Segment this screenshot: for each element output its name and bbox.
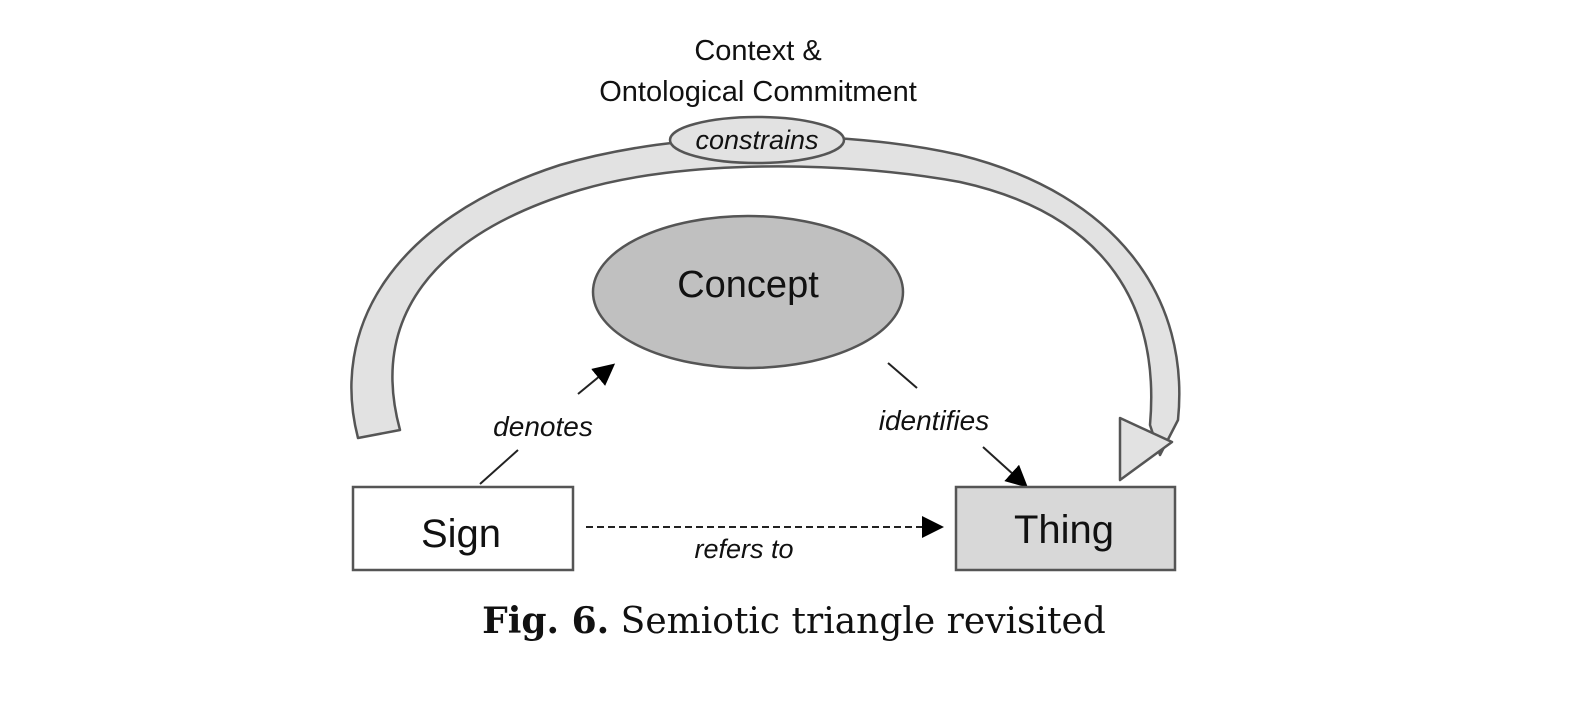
constrains-arrowhead [1118, 416, 1174, 482]
figure-caption: Fig. 6. Semiotic triangle revisited [0, 600, 1588, 642]
context-title-line2: Ontological Commitment [599, 76, 917, 108]
identifies-label: identifies [879, 405, 990, 436]
figure-number: Fig. 6. [482, 600, 610, 642]
sign-node [351, 485, 575, 572]
constrains-label: constrains [695, 125, 818, 155]
thing-node [954, 485, 1177, 572]
figure-title: Semiotic triangle revisited [620, 601, 1106, 642]
constrains-arc-band [350, 135, 1181, 457]
denotes-edge-lower [479, 449, 519, 485]
context-title-line1: Context & [694, 35, 821, 67]
identifies-edge-upper [887, 362, 918, 389]
refers-to-label: refers to [694, 534, 793, 564]
constrains-label-ellipse [668, 115, 846, 165]
sign-label: Sign [421, 512, 501, 556]
denotes-edge-upper [577, 363, 616, 395]
denotes-label: denotes [493, 411, 593, 442]
thing-label: Thing [1014, 508, 1114, 552]
concept-label: Concept [677, 264, 819, 306]
identifies-edge-lower [982, 446, 1028, 488]
concept-node [591, 214, 905, 370]
